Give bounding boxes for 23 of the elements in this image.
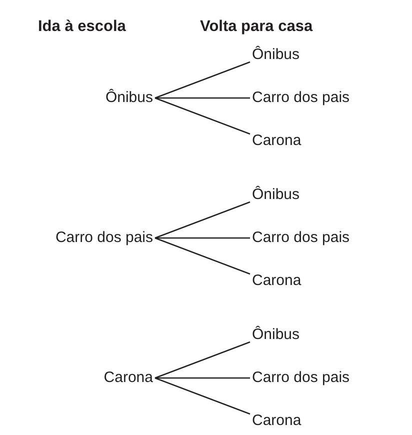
branch-line — [154, 341, 250, 379]
branch-line — [155, 237, 250, 239]
return-option: Ônibus — [252, 326, 300, 344]
branch-line — [154, 61, 250, 99]
branch-line — [155, 97, 250, 99]
return-option: Carro dos pais — [252, 89, 350, 107]
branch-line — [155, 377, 250, 379]
return-option: Carona — [252, 412, 302, 430]
start-option: Carona — [104, 369, 153, 387]
column-heading: Volta para casa — [200, 18, 313, 36]
start-option: Ônibus — [105, 89, 153, 107]
return-option: Carro dos pais — [252, 229, 350, 247]
return-option: Carro dos pais — [252, 369, 350, 387]
branch-line — [154, 237, 250, 275]
column-heading: Ida à escola — [38, 18, 126, 36]
start-option: Carro dos pais — [55, 229, 153, 247]
branch-line — [154, 377, 250, 415]
return-option: Ônibus — [252, 46, 300, 64]
branch-line — [154, 97, 250, 135]
return-option: Carona — [252, 132, 302, 150]
return-option: Ônibus — [252, 186, 300, 204]
branch-line — [154, 201, 250, 239]
return-option: Carona — [252, 272, 302, 290]
